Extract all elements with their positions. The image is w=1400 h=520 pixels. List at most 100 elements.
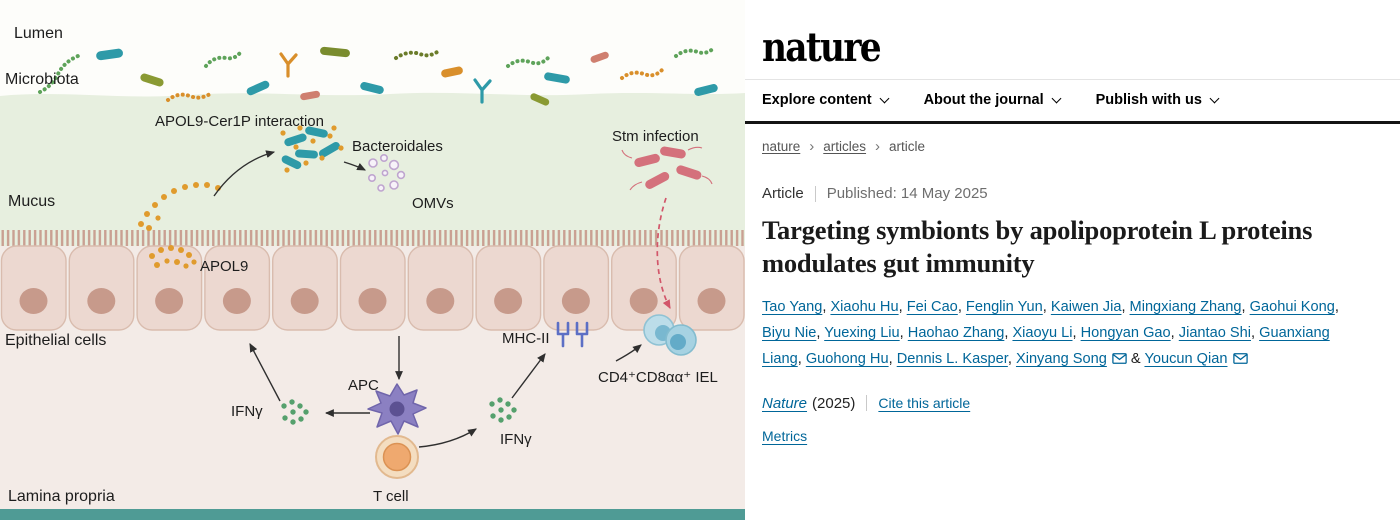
label-epithelial-cells: Epithelial cells	[5, 332, 106, 349]
author-link[interactable]: Fei Cao	[906, 298, 958, 315]
header-nav-row: Explore content About the journal Publish …	[745, 80, 1400, 124]
chevron-down-icon	[879, 93, 890, 103]
flow-arrows	[213, 150, 642, 448]
envelope-icon[interactable]	[1112, 353, 1127, 365]
apol9-dots-upper	[138, 182, 221, 231]
breadcrumb-article: article	[889, 139, 926, 154]
nav-item-label: Publish with us	[1095, 92, 1202, 108]
epithelial-cell	[136, 245, 203, 331]
stm-infection-arrow	[656, 197, 671, 309]
bacteroidales-cluster	[280, 125, 344, 173]
brush-border	[0, 230, 745, 246]
author-link[interactable]: Kaiwen Jia	[1050, 298, 1122, 315]
label-iel: CD4⁺CD8αα⁺ IEL	[598, 369, 718, 386]
author-link[interactable]: Guanxiang Liang	[762, 325, 1330, 368]
author-link[interactable]: Fenglin Yun	[965, 298, 1043, 315]
label-mucus: Mucus	[8, 193, 55, 210]
cell-nucleus	[494, 288, 523, 314]
apol9-dots-lower	[149, 245, 197, 269]
author-link[interactable]: Gaohui Kong	[1249, 298, 1335, 315]
label-lumen: Lumen	[14, 25, 63, 42]
label-apc: APC	[348, 377, 379, 394]
nature-logo[interactable]: nature	[762, 24, 882, 71]
microbiota-icons	[38, 46, 718, 106]
epithelial-cell	[407, 245, 474, 331]
main-nav: Explore content About the journal Publish …	[762, 92, 1400, 108]
cell-nucleus	[358, 288, 387, 314]
bottom-bar	[0, 509, 745, 520]
author-link[interactable]: Youcun Qian	[1144, 351, 1228, 368]
breadcrumb-articles[interactable]: articles	[823, 139, 867, 154]
epithelial-cell	[339, 245, 406, 331]
author-link[interactable]: Mingxiang Zhang	[1129, 298, 1242, 315]
label-bacteroidales: Bacteroidales	[352, 138, 443, 155]
cell-nucleus	[155, 288, 184, 314]
nav-explore-content[interactable]: Explore content	[762, 92, 890, 108]
author-link[interactable]: Guohong Hu	[805, 351, 889, 368]
stm-bacteria-icons	[621, 146, 713, 191]
meta-divider	[814, 185, 816, 202]
metrics-link[interactable]: Metrics	[762, 427, 808, 444]
gut-immunity-diagram: Lumen Microbiota Mucus Epithelial cells …	[0, 25, 745, 520]
article-title: Targeting symbionts by apolipoprotein L …	[762, 215, 1313, 279]
author-link[interactable]: Jiantao Shi	[1178, 325, 1251, 342]
cell-nucleus	[629, 288, 658, 314]
nav-item-label: Explore content	[762, 92, 872, 108]
ifng-dots-left	[281, 399, 309, 425]
author-link[interactable]: Biyu Nie	[762, 325, 817, 342]
epithelial-cell	[543, 245, 610, 331]
author-link[interactable]: Dennis L. Kasper	[896, 351, 1008, 368]
header-logo-row: nature	[745, 0, 1400, 80]
label-lamina-propria: Lamina propria	[8, 488, 115, 505]
article-meta: Article Published: 14 May 2025	[762, 185, 1360, 202]
label-ifng-left: IFNγ	[231, 403, 263, 420]
author-link[interactable]: Tao Yang	[762, 298, 823, 315]
breadcrumb: nature › articles › article	[762, 138, 1360, 155]
author-link[interactable]: Yuexing Liu	[824, 325, 900, 342]
epithelial-cell	[204, 245, 271, 331]
breadcrumb-separator-icon: ›	[809, 138, 815, 155]
label-apol9-cer1p: APOL9-Cer1P interaction	[155, 113, 324, 130]
label-stm-infection: Stm infection	[612, 128, 699, 145]
nav-publish-with-us[interactable]: Publish with us	[1095, 92, 1220, 108]
epithelial-cell	[272, 245, 338, 331]
chevron-down-icon	[1051, 93, 1062, 103]
envelope-icon[interactable]	[1232, 353, 1248, 365]
nav-item-label: About the journal	[923, 92, 1044, 108]
author-link[interactable]: Xiaohu Hu	[830, 298, 899, 315]
cite-row: Nature (2025) Cite this article	[762, 395, 1360, 412]
cite-divider	[866, 395, 868, 412]
label-microbiota: Microbiota	[5, 71, 79, 88]
journal-link[interactable]: Nature	[762, 394, 808, 412]
label-ifng-right: IFNγ	[500, 431, 532, 448]
chevron-down-icon	[1209, 93, 1220, 103]
apc-cell	[367, 383, 427, 435]
breadcrumb-nature[interactable]: nature	[762, 139, 801, 154]
article-type: Article	[762, 185, 804, 202]
author-link[interactable]: Hongyan Gao	[1080, 325, 1171, 342]
cite-this-article-link[interactable]: Cite this article	[878, 395, 971, 412]
author-link[interactable]: Xiaoyu Li	[1012, 325, 1073, 342]
cell-nucleus	[290, 288, 319, 314]
author-link[interactable]: Haohao Zhang	[907, 325, 1005, 342]
nav-about-the-journal[interactable]: About the journal	[923, 92, 1062, 108]
epithelial-cell	[68, 245, 135, 331]
ifng-dots-right	[489, 397, 517, 423]
t-cell	[375, 435, 419, 479]
epithelial-cell	[475, 245, 542, 331]
article-content: nature › articles › article Article Publishe…	[745, 124, 1400, 446]
breadcrumb-separator-icon: ›	[875, 138, 881, 155]
author-link[interactable]: Xinyang Song	[1015, 351, 1107, 368]
journal-year: (2025)	[812, 394, 856, 412]
mhc2-icons	[556, 321, 589, 348]
cell-nucleus	[697, 288, 726, 314]
figure-panel: Lumen Microbiota Mucus Epithelial cells …	[0, 25, 745, 520]
epithelial-cell	[678, 245, 745, 331]
cell-nucleus	[87, 288, 116, 314]
published-date: Published: 14 May 2025	[826, 185, 988, 202]
author-ampersand: &	[1126, 351, 1145, 368]
epithelial-cell	[0, 245, 67, 331]
author-list: Tao Yang, Xiaohu Hu, Fei Cao, Fenglin Yu…	[762, 298, 1339, 368]
cell-nucleus	[426, 288, 455, 314]
